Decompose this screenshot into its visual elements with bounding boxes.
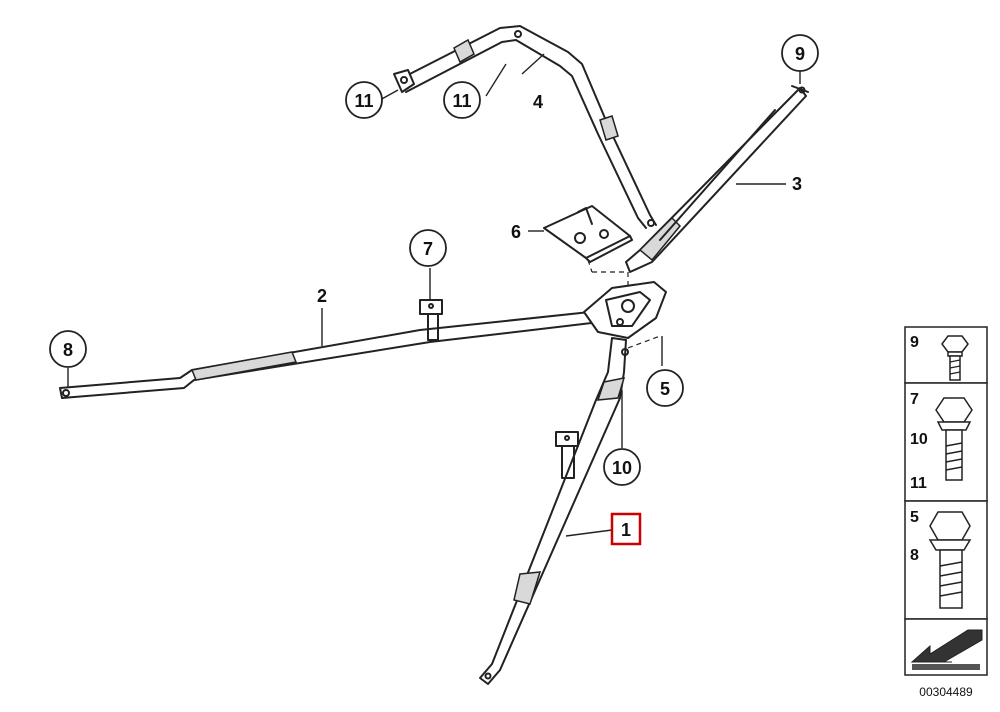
strut-1[interactable] [479, 335, 661, 685]
callout-label: 8 [63, 340, 73, 360]
legend-label: 10 [910, 431, 928, 448]
callout-label: 7 [423, 239, 433, 259]
direction-arrow-icon [910, 629, 983, 670]
callout-label: 9 [795, 44, 805, 64]
bracket-6[interactable] [543, 205, 633, 286]
bolt-large-icon [928, 511, 972, 609]
callout-3[interactable]: 3 [792, 174, 802, 194]
callout-2[interactable]: 2 [317, 286, 327, 306]
legend-label: 5 [910, 509, 919, 526]
leader-lines [67, 53, 801, 537]
callout-label: 10 [612, 458, 632, 478]
strut-4[interactable] [393, 25, 657, 229]
bolt-short-icon [941, 335, 969, 381]
callout-4[interactable]: 4 [533, 92, 543, 112]
callout-1[interactable]: 1 [610, 512, 642, 546]
legend-label: 8 [910, 547, 919, 564]
callout-11-right[interactable]: 11 [443, 81, 481, 119]
callout-label: 1 [621, 520, 631, 540]
legend-label: 7 [910, 391, 919, 408]
callout-label: 11 [452, 91, 471, 111]
callout-label: 4 [533, 92, 543, 112]
diagram-number: 00304489 [919, 685, 973, 699]
callout-10[interactable]: 10 [603, 448, 641, 486]
callout-11-left[interactable]: 11 [345, 81, 383, 119]
callout-7[interactable]: 7 [409, 229, 447, 267]
center-plate[interactable] [583, 281, 667, 339]
strut-2[interactable] [59, 299, 601, 399]
strut-3[interactable] [625, 85, 809, 273]
callout-8[interactable]: 8 [49, 330, 87, 368]
fastener-legend: 9 7 10 11 5 8 [904, 326, 988, 699]
legend-label: 9 [910, 334, 919, 351]
callout-5[interactable]: 5 [646, 369, 684, 407]
callout-6[interactable]: 6 [511, 222, 521, 242]
callout-label: 5 [660, 379, 670, 399]
highlight-box [610, 512, 642, 546]
callout-label: 3 [792, 174, 802, 194]
callout-label: 2 [317, 286, 327, 306]
callout-9[interactable]: 9 [781, 34, 819, 72]
callout-label: 11 [354, 91, 373, 111]
bolt-medium-icon [935, 397, 973, 481]
legend-label: 11 [910, 475, 927, 492]
callout-label: 6 [511, 222, 521, 242]
